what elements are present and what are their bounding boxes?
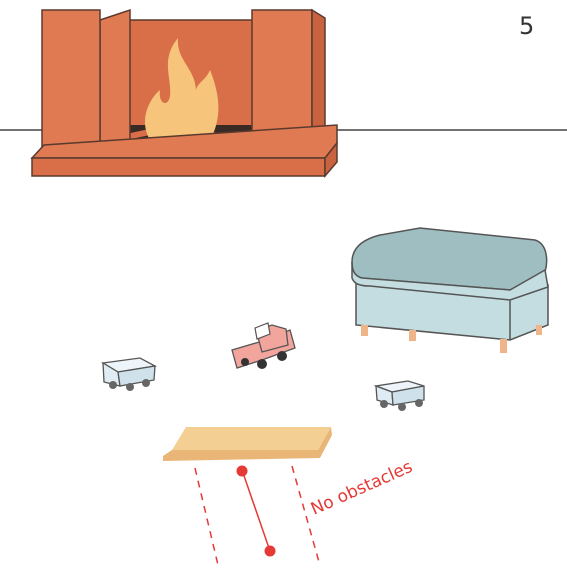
path-boundary-right [291, 465, 320, 563]
truck-wheel [241, 358, 249, 366]
ottoman [351, 227, 549, 353]
car-wheel [109, 381, 117, 389]
ottoman-leg [536, 325, 542, 335]
path-start-marker [236, 465, 248, 477]
fireplace-left-pillar [41, 9, 101, 151]
truck-wheel [277, 351, 287, 361]
car-wheel [142, 379, 150, 387]
car-wheel [126, 383, 134, 391]
path-end-marker [264, 545, 276, 557]
car-wheel [380, 400, 388, 408]
page-number: 5 [519, 12, 535, 40]
fireplace [30, 8, 338, 179]
path-indicator [194, 465, 320, 566]
truck-wheel [257, 359, 267, 369]
hearth-front [31, 157, 326, 177]
ramp [163, 427, 332, 461]
path-boundary-left [194, 467, 219, 566]
ottoman-leg [361, 325, 368, 336]
path-line [241, 469, 271, 552]
ottoman-cushion-front [351, 261, 549, 301]
car-wheel [415, 399, 423, 407]
hearth-side [324, 140, 338, 179]
annotation-label: No obstacles [308, 457, 416, 520]
car-wheel [398, 403, 406, 411]
toy-truck [231, 322, 296, 369]
toy-car-right [373, 380, 425, 411]
car-side [391, 385, 425, 406]
ramp-top [172, 427, 331, 450]
flame-icon [144, 38, 219, 140]
toy-car-left [101, 357, 158, 391]
ottoman-leg [409, 330, 416, 341]
truck-window [254, 322, 271, 340]
ramp-edge [163, 427, 332, 461]
fireplace-left-side [99, 8, 131, 149]
ottoman-leg [500, 339, 507, 353]
